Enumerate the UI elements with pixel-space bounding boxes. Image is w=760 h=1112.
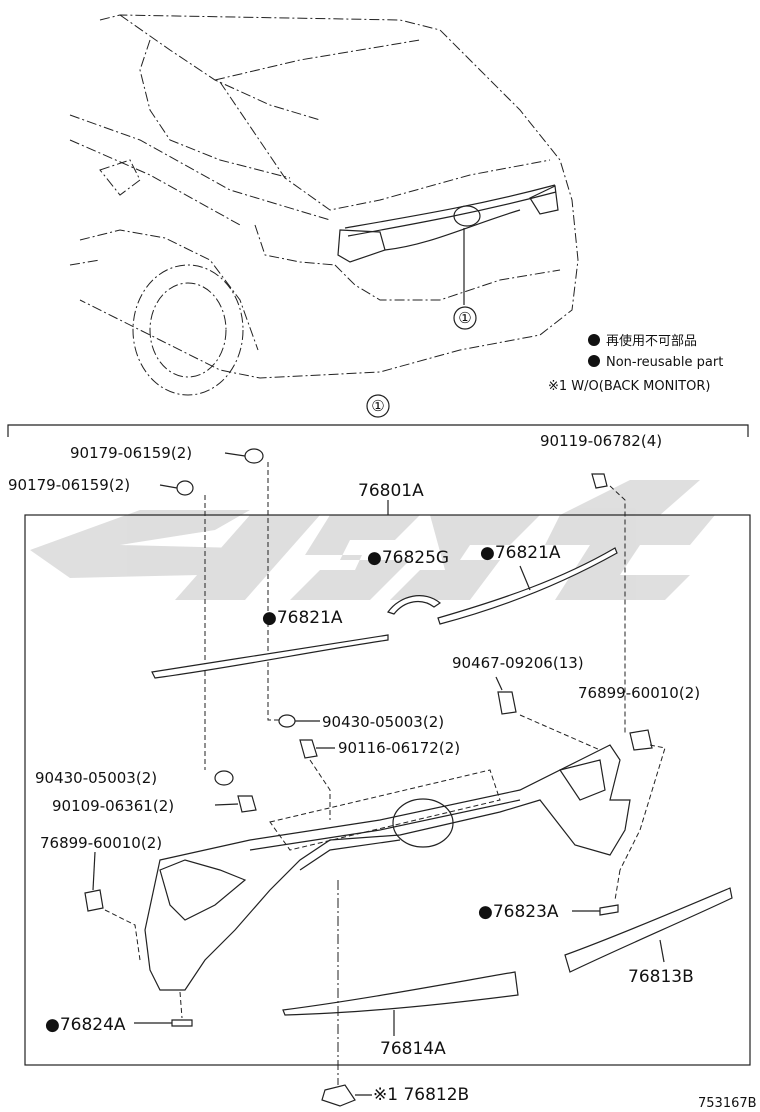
- label-76814a: 76814A: [380, 1039, 446, 1059]
- bolt-90109: [237, 795, 257, 813]
- label-90116: 90116-06172(2): [338, 739, 460, 757]
- label-76821a-left: ●76821A: [262, 608, 343, 628]
- svg-text:①: ①: [371, 397, 384, 415]
- label-76899-left: 76899-60010(2): [40, 834, 162, 852]
- diagram-id: 753167B: [698, 1096, 757, 1111]
- label-90430-b: 90430-05003(2): [35, 769, 157, 787]
- group-bracket: [7, 424, 749, 437]
- label-90179-a: 90179-06159(2): [70, 444, 192, 462]
- label-76824a: ●76824A: [45, 1015, 126, 1035]
- clip-90179-a: [224, 448, 285, 721]
- legend-jp: 再使用不可部品: [606, 333, 697, 349]
- label-76812b: ※1 76812B: [373, 1085, 469, 1105]
- label-76823a: ●76823A: [478, 902, 559, 922]
- legend-en: Non-reusable part: [606, 355, 723, 370]
- label-76825g: ●76825G: [367, 548, 449, 568]
- washer-90430-a: [278, 714, 296, 728]
- washer-90430-b: [214, 770, 234, 786]
- clip-90467: [497, 691, 517, 715]
- molding-76814a: [282, 971, 519, 1016]
- back-door-garnish: [144, 744, 631, 991]
- legend-note: ※1 W/O(BACK MONITOR): [548, 379, 710, 394]
- label-90109: 90109-06361(2): [52, 797, 174, 815]
- molding-76821a-left: [151, 634, 389, 679]
- label-76813b: 76813B: [628, 967, 694, 987]
- clip-90119: [591, 473, 626, 735]
- clip-90179-b: [159, 480, 206, 770]
- callout-car: ①: [453, 306, 477, 330]
- molding-76813b: [564, 887, 733, 973]
- clip-76899-left: [84, 889, 104, 912]
- car-outline: [69, 14, 579, 396]
- screw-90116: [299, 739, 318, 759]
- pad-76823a: [599, 904, 619, 916]
- pad-76824a: [171, 1019, 193, 1027]
- label-76899-right: 76899-60010(2): [578, 684, 700, 702]
- label-90179-b: 90179-06159(2): [8, 476, 130, 494]
- molding-76825g: [387, 595, 441, 615]
- label-76821a-right: ●76821A: [480, 543, 561, 563]
- svg-text:①: ①: [458, 309, 471, 327]
- watermark: [30, 480, 715, 600]
- legend: 再使用不可部品 Non-reusable part ※1 W/O(BACK MO…: [548, 333, 723, 394]
- label-90467: 90467-09206(13): [452, 654, 584, 672]
- label-76801a: 76801A: [358, 481, 424, 501]
- clip-76899-right: [629, 729, 653, 751]
- label-90119: 90119-06782(4): [540, 432, 662, 450]
- label-90430-a: 90430-05003(2): [322, 713, 444, 731]
- molding-76821a-right: [437, 547, 618, 625]
- bracket-76812b: [321, 1084, 356, 1107]
- callout-group: ①: [366, 394, 390, 418]
